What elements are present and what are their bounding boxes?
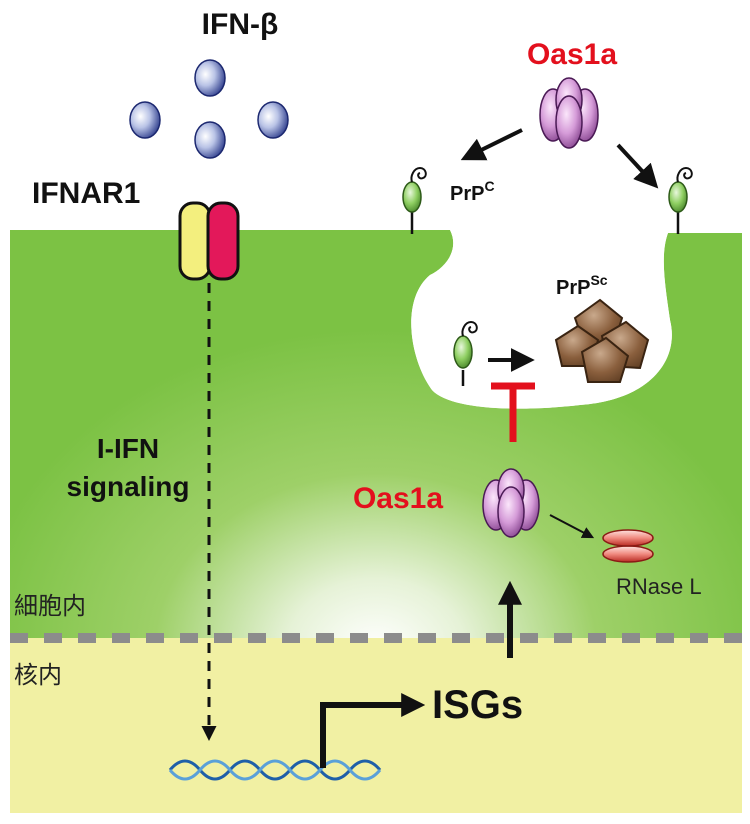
ifn-particle [257,101,289,139]
oas1a-top-protein [539,77,599,149]
signaling-label-line1: I-IFN [97,433,159,464]
ifn-beta-particles [129,59,289,159]
prpc-left [402,166,427,234]
cytoplasm-label: 細胞内 [14,592,86,620]
oas1a-to-prpc-right-arrow [616,143,659,189]
ifn-particle [194,121,226,159]
ifn-particle [194,59,226,97]
prpsc-label: PrPSc [556,272,608,299]
rnase-l-protein [602,529,654,563]
oas1a-mid-protein [482,468,540,538]
nucleus-region [10,638,742,813]
transcription-arrow [320,693,426,768]
nucleus-label: 核内 [14,661,62,689]
oas1a-top-label: Oas1a [527,38,617,71]
ifnar1-receptor [178,201,240,281]
oas1a-to-prpc-left-arrow [460,128,523,161]
ifn-beta-label: IFN-β [202,8,279,41]
oas1a-to-rnase-arrow [549,514,595,539]
oas1a-mid-label: Oas1a [353,482,443,515]
signaling-label-line2: signaling [67,471,190,502]
inhibition-symbol [491,382,535,442]
isgs-label: ISGs [432,683,523,727]
dna-helix [168,759,382,781]
prpc-right [668,166,693,234]
prpc-label: PrPC [450,178,495,205]
prpc-endosome [453,320,478,386]
rnase-l-label: RNase L [616,574,702,599]
ifn-particle [129,101,161,139]
endosome [411,230,672,409]
prpsc-aggregate [554,298,650,383]
ifnar1-label: IFNAR1 [32,177,140,210]
